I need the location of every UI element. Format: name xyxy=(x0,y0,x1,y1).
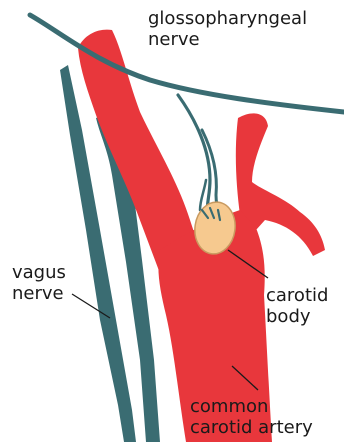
glossopharyngeal-label-line-1: glossopharyngeal xyxy=(148,8,307,29)
vagus-label-line-2: nerve xyxy=(12,283,66,304)
vagus-label-line-1: vagus xyxy=(12,262,66,283)
carotid-body-label-line-1: carotid xyxy=(266,285,328,306)
common-carotid-artery-label: common carotid artery xyxy=(190,396,313,438)
carotid-sinus-nerve-branch-1 xyxy=(178,95,210,212)
glossopharyngeal-label-line-2: nerve xyxy=(148,29,307,50)
glossopharyngeal-nerve-label: glossopharyngeal nerve xyxy=(148,8,307,50)
vagus-nerve-label: vagus nerve xyxy=(12,262,66,304)
common-carotid-label-line-2: carotid artery xyxy=(190,417,313,438)
common-carotid-label-line-1: common xyxy=(190,396,313,417)
carotid-body-label: carotid body xyxy=(266,285,328,327)
carotid-body-label-line-2: body xyxy=(266,306,328,327)
